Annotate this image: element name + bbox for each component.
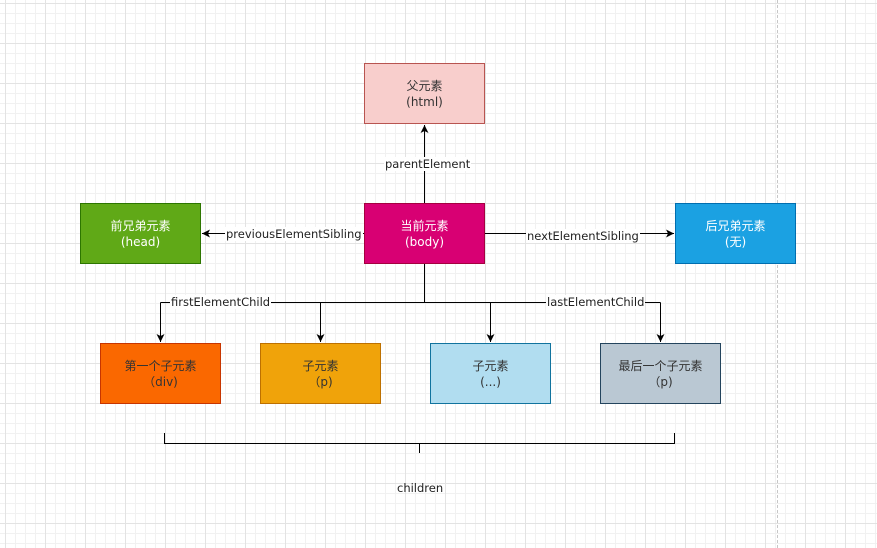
edge-label-last-child: lastElementChild xyxy=(546,295,646,309)
node-subtitle: （p) xyxy=(308,374,333,389)
edge-label-first-child: firstElementChild xyxy=(170,295,272,309)
parent-element-node[interactable]: 父元素 (html) xyxy=(364,63,485,124)
node-title: 后兄弟元素 xyxy=(705,218,766,233)
node-title: 子元素 xyxy=(302,358,339,373)
node-subtitle: （div) xyxy=(143,374,178,389)
last-child-node[interactable]: 最后一个子元素 （p) xyxy=(600,343,721,404)
edge-label-previous-sibling: previousElementSibling xyxy=(225,227,363,241)
previous-sibling-node[interactable]: 前兄弟元素 (head) xyxy=(80,203,201,264)
first-child-node[interactable]: 第一个子元素 （div) xyxy=(100,343,221,404)
edge-label-next-sibling: nextElementSibling xyxy=(526,229,640,243)
page-boundary-guide xyxy=(777,0,778,548)
child-more-node[interactable]: 子元素 (...) xyxy=(430,343,551,404)
node-title: 子元素 xyxy=(472,358,509,373)
children-label: children xyxy=(397,481,444,495)
node-subtitle: (head) xyxy=(120,234,161,249)
node-subtitle: （p) xyxy=(648,374,673,389)
node-title: 前兄弟元素 xyxy=(110,218,171,233)
edge-label-parent-element: parentElement xyxy=(384,157,472,171)
node-subtitle: (...) xyxy=(480,374,501,389)
children-brace xyxy=(164,433,675,453)
node-title: 最后一个子元素 xyxy=(618,358,703,373)
next-sibling-node[interactable]: 后兄弟元素 (无) xyxy=(675,203,796,264)
node-subtitle: (无) xyxy=(724,234,747,249)
current-element-node[interactable]: 当前元素 (body) xyxy=(364,203,485,264)
node-title: 第一个子元素 xyxy=(124,358,197,373)
node-subtitle: (html) xyxy=(406,94,443,109)
node-title: 当前元素 xyxy=(400,218,449,233)
child-p-node[interactable]: 子元素 （p) xyxy=(260,343,381,404)
node-title: 父元素 xyxy=(406,78,443,93)
node-subtitle: (body) xyxy=(404,234,445,249)
